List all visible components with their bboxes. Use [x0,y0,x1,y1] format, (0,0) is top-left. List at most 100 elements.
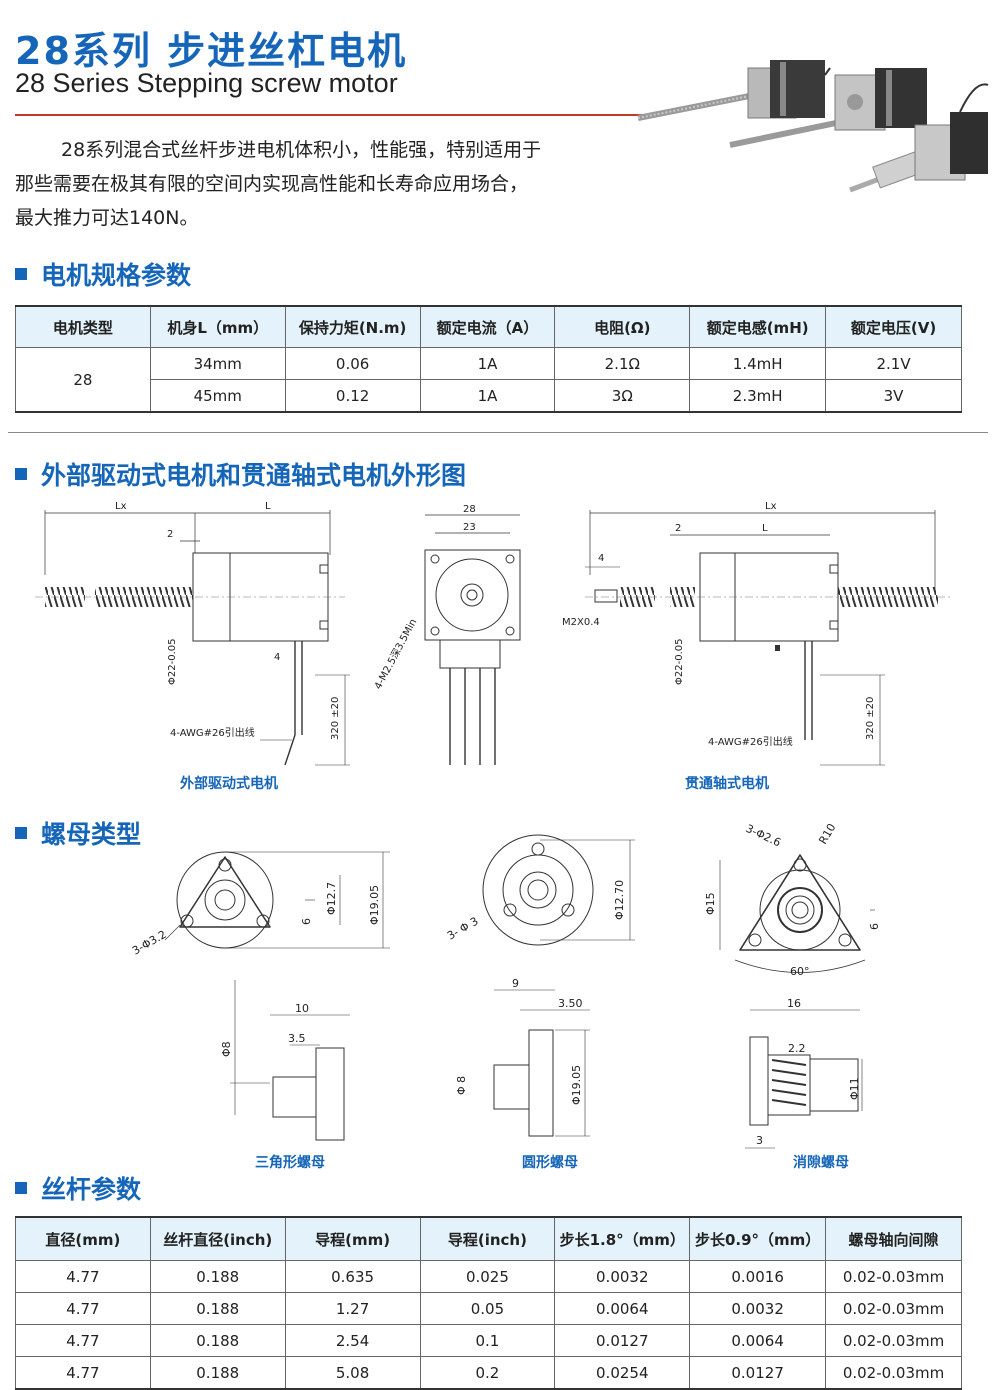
table-cell: 0.635 [284,1260,421,1293]
section-heading-screw: 丝杆参数 [15,1170,141,1206]
table-cell: 4.77 [15,1356,151,1390]
dim-28-label: 28 [463,504,476,515]
dim-2-label: 2 [675,523,681,534]
table-row: 28 34mm 0.06 1A 2.1Ω 1.4mH 2.1V [15,347,962,413]
page-title: 28系列 步进丝杠电机 [15,29,408,73]
round-nut-front-drawing: Φ12.70 3- Φ 3 [445,834,635,946]
dim-d8-label: Φ 8 [455,1076,468,1095]
spec-table: 电机类型 机身L（mm） 保持力矩(N.m) 额定电流（A） 电阻(Ω) 额定电… [15,305,962,413]
table-cell: 4.77 [15,1292,151,1325]
table-header-cell: 丝杆直径(inch) [149,1216,286,1261]
dim-d19-label: Φ19.05 [570,1065,583,1105]
square-bullet-icon [15,827,27,839]
table-cell: 0.06 [284,347,421,380]
dim-w10-label: 10 [295,1002,309,1015]
table-cell: 4.77 [15,1324,151,1357]
table-cell: 0.0064 [689,1324,827,1357]
table-header-cell: 步长1.8°（mm） [554,1216,691,1261]
table-header-cell: 导程(inch) [419,1216,556,1261]
screw-hole-label: 4-M2.5深3.5Min [372,617,419,692]
table-cell: 2.3mH [689,379,827,413]
table-header-row: 电机类型 机身L（mm） 保持力矩(N.m) 额定电流（A） 电阻(Ω) 额定电… [15,305,962,348]
dim-d11-label: Φ11 [848,1077,861,1100]
holes-label: 3-Φ2.6 [744,822,783,849]
table-header-cell: 额定电压(V) [825,305,962,348]
motor-product-illustration [637,60,989,193]
triangle-nut-caption: 三角形螺母 [255,1155,325,1171]
table-cell: 3Ω [554,379,691,413]
dim-len-label: 320 ±20 [865,697,876,740]
dim-r-label: R10 [816,821,838,846]
anti-backlash-nut-side-drawing: 16 2.2 Φ11 3 [745,997,863,1149]
table-cell: 0.12 [284,379,421,413]
table-cell: 0.0016 [689,1260,827,1293]
table-row: 4.77 0.188 0.635 0.025 0.0032 0.0016 0.0… [15,1260,962,1293]
dim-w3-label: 3 [756,1134,763,1147]
dim-2-label: 2 [167,529,173,540]
table-cell: 0.02-0.03mm [825,1324,962,1357]
table-cell: 0.02-0.03mm [825,1260,962,1293]
table-header-cell: 直径(mm) [15,1216,151,1261]
table-header-cell: 保持力矩(N.m) [284,305,421,348]
dim-d8-label: Φ8 [220,1041,233,1057]
motor-front-view-drawing: 28 23 4-M2.5深3.5Min [372,504,521,765]
nut-drawings: Φ19.05 Φ12.7 6 3-Φ3.2 10 3.5 Φ8 Φ12.70 3… [130,821,881,1149]
table-cell: 1A [419,347,556,380]
intro-paragraph: 28系列混合式丝杆步进电机体积小，性能强，特别适用于那些需要在极其有限的空间内实… [15,139,542,229]
table-cell: 0.0254 [554,1356,691,1390]
table-cell: 34mm [149,347,286,380]
screw-table: 直径(mm) 丝杆直径(inch) 导程(mm) 导程(inch) 步长1.8°… [15,1216,962,1390]
table-cell: 0.1 [419,1324,556,1357]
table-row: 45mm 0.12 1A 3Ω 2.3mH 3V [16,379,962,413]
table-cell: 0.025 [419,1260,556,1293]
wire-label: 4-AWG#26引出线 [170,726,255,739]
through-shaft-motor-drawing: Lx 2 L 4 M2X0.4 Φ22-0.05 4-AWG#26引出线 320… [562,501,950,766]
dim-d15-label: Φ15 [704,892,717,915]
dim-dia-label: Φ22-0.05 [167,639,178,685]
table-cell: 0.02-0.03mm [825,1356,962,1390]
dim-w16-label: 16 [787,997,801,1010]
table-cell: 0.05 [419,1292,556,1325]
dim-l-label: L [265,501,271,512]
anti-backlash-nut-front-drawing: 60° 3-Φ2.6 R10 Φ15 6 [704,821,881,978]
dim-l-label: L [762,523,768,534]
thread-label: M2X0.4 [562,617,600,628]
square-bullet-icon [15,268,27,280]
table-cell: 0.02-0.03mm [825,1292,962,1325]
dim-angle-label: 60° [790,965,810,978]
section-heading-spec-label: 电机规格参数 [41,261,192,290]
section-heading-outline: 外部驱动式电机和贯通轴式电机外形图 [15,456,466,492]
section-heading-nut-label: 螺母类型 [41,820,142,849]
dim-lx-label: Lx [115,501,127,512]
table-cell: 0.188 [149,1292,286,1325]
table-cell: 0.0032 [689,1292,827,1325]
round-nut-side-drawing: 9 3.50 Φ19.05 Φ 8 [455,977,590,1137]
square-bullet-icon [15,1182,27,1194]
table-cell: 0.188 [149,1356,286,1390]
table-cell: 2.1Ω [554,347,691,380]
table-cell: 45mm [149,379,286,413]
external-drive-motor-drawing: Lx L 2 Φ22-0.05 4 4-AWG#26引出线 320 ±20 [35,501,350,766]
title-underline [15,114,655,116]
dim-w22-label: 2.2 [788,1042,806,1055]
table-row: 4.77 0.188 2.54 0.1 0.0127 0.0064 0.02-0… [15,1324,962,1357]
dim-w35-label: 3.50 [558,997,583,1010]
table-cell: 1.4mH [689,347,827,380]
holes-label: 3-Φ3.2 [130,928,169,958]
holes-label: 3- Φ 3 [445,915,481,943]
anti-backlash-nut-caption: 消隙螺母 [793,1155,849,1171]
table-header-cell: 导程(mm) [284,1216,421,1261]
dim-d6-label: 6 [868,923,881,930]
wire-label: 4-AWG#26引出线 [708,735,793,748]
round-nut-caption: 圆形螺母 [522,1155,578,1171]
triangle-nut-side-drawing: 10 3.5 Φ8 [220,980,350,1141]
table-cell: 5.08 [284,1356,421,1390]
table-header-cell: 步长0.9°（mm） [689,1216,827,1261]
table-cell: 2.54 [284,1324,421,1357]
square-bullet-icon [15,468,27,480]
table-cell: 0.2 [419,1356,556,1390]
table-cell: 0.0127 [689,1356,827,1390]
table-cell: 0.188 [149,1260,286,1293]
table-cell: 0.0032 [554,1260,691,1293]
dim-w9-label: 9 [512,977,519,990]
